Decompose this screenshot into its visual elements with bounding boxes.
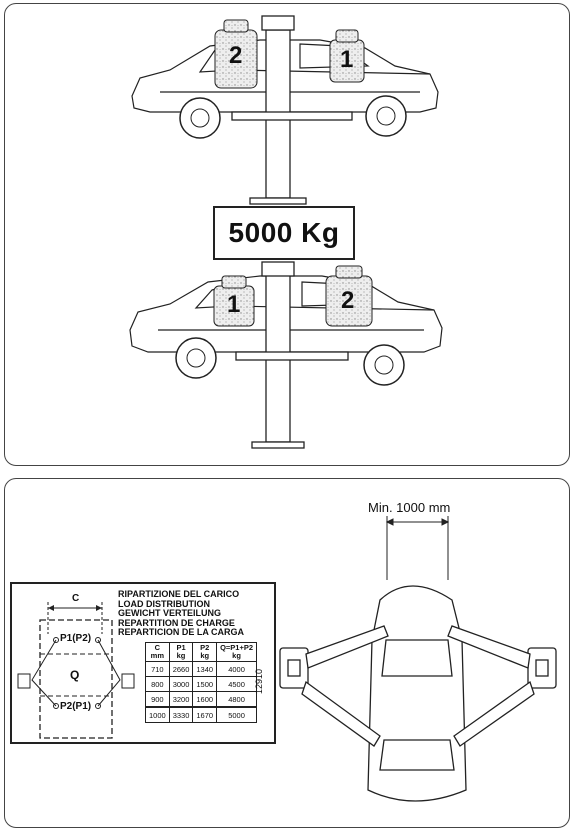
plate-label-q: Q [70, 668, 80, 682]
upper-column [231, 15, 353, 205]
plate-title-es: REPARTICION DE LA CARGA [118, 627, 244, 638]
plate-titles: RIPARTIZIONE DEL CARICO LOAD DISTRIBUTIO… [118, 589, 244, 638]
plate-title-it: RIPARTIZIONE DEL CARICO [118, 589, 240, 599]
load-distribution-plate: RIPARTIZIONE DEL CARICO LOAD DISTRIBUTIO… [10, 582, 276, 744]
upper-car-wheel-front [179, 97, 221, 139]
plate-title-fr: REPARTITION DE CHARGE [118, 617, 235, 628]
weight-number-upper-right: 1 [340, 46, 354, 73]
weight-2-lower [325, 265, 373, 327]
plate-label-c: C [72, 593, 80, 604]
weight-2-upper [214, 19, 258, 89]
weight-1-lower [213, 275, 255, 327]
plate-label-p2p1: P2(P1) [60, 701, 92, 712]
upper-car-wheel-rear [365, 95, 407, 137]
lower-car-wheel-front [175, 337, 217, 379]
lift-arms [279, 625, 557, 747]
min-distance-label: Min. 1000 mm [368, 500, 451, 515]
drawing-code: 12910 [254, 668, 264, 694]
plate-diagram [17, 602, 135, 739]
lower-car-wheel-rear [363, 344, 405, 386]
dimension-min [385, 516, 450, 580]
plate-title-en: LOAD DISTRIBUTION [118, 598, 210, 609]
capacity-box: 5000 Kg [213, 206, 355, 260]
lower-column [235, 261, 349, 449]
weight-number-upper-left: 2 [229, 42, 243, 69]
top-view-car [367, 585, 467, 802]
plate-title-de: GEWICHT VERTEILUNG [118, 608, 221, 619]
capacity-label: 5000 Kg [228, 217, 340, 248]
weight-number-lower-left: 1 [227, 291, 241, 318]
weight-number-lower-right: 2 [341, 287, 355, 314]
weight-1-upper [329, 29, 365, 83]
plate-label-p1p2: P1(P2) [60, 633, 92, 644]
